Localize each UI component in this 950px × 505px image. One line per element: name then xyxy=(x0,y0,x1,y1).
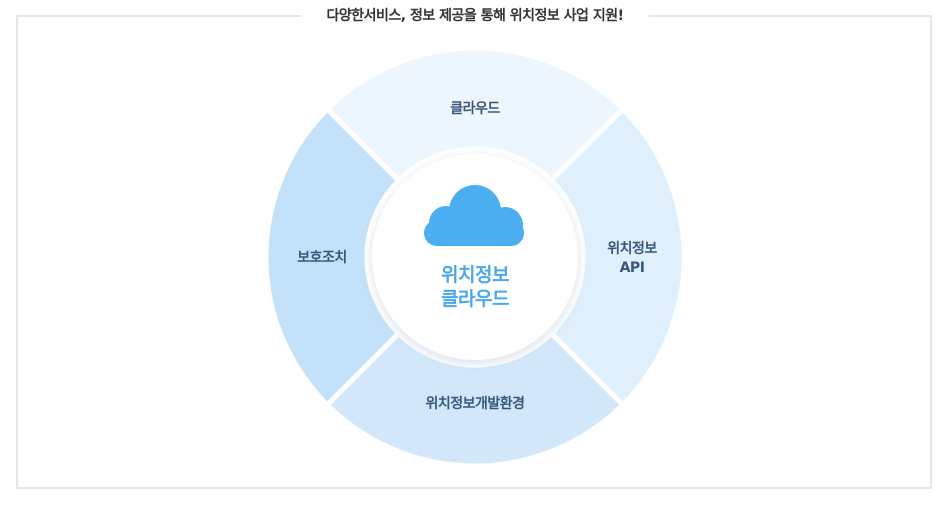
segment-right-label-line1: 위치정보 xyxy=(607,241,657,257)
center-label-line2: 클라우드 xyxy=(441,288,509,310)
center-label: 위치정보 클라우드 xyxy=(405,263,545,311)
segment-left xyxy=(263,106,402,408)
center-circle xyxy=(372,154,578,360)
segment-bottom-label: 위치정보개발환경 xyxy=(425,396,525,412)
cloud-icon xyxy=(424,185,524,246)
segment-top xyxy=(324,45,626,184)
segment-right-label-line2: API xyxy=(619,260,645,276)
segment-left-label: 보호조치 xyxy=(297,250,347,266)
segment-right xyxy=(548,106,687,408)
segment-right-label: 위치정보 API xyxy=(582,240,682,278)
center-label-line1: 위치정보 xyxy=(441,264,509,286)
segment-bottom xyxy=(324,330,626,469)
diagram-title: 다양한서비스, 정보 제공을 통해 위치정보 사업 지원! xyxy=(300,6,650,26)
headline-wrap: 다양한서비스, 정보 제공을 통해 위치정보 사업 지원! xyxy=(0,5,950,26)
segment-top-label: 클라우드 xyxy=(450,101,500,117)
